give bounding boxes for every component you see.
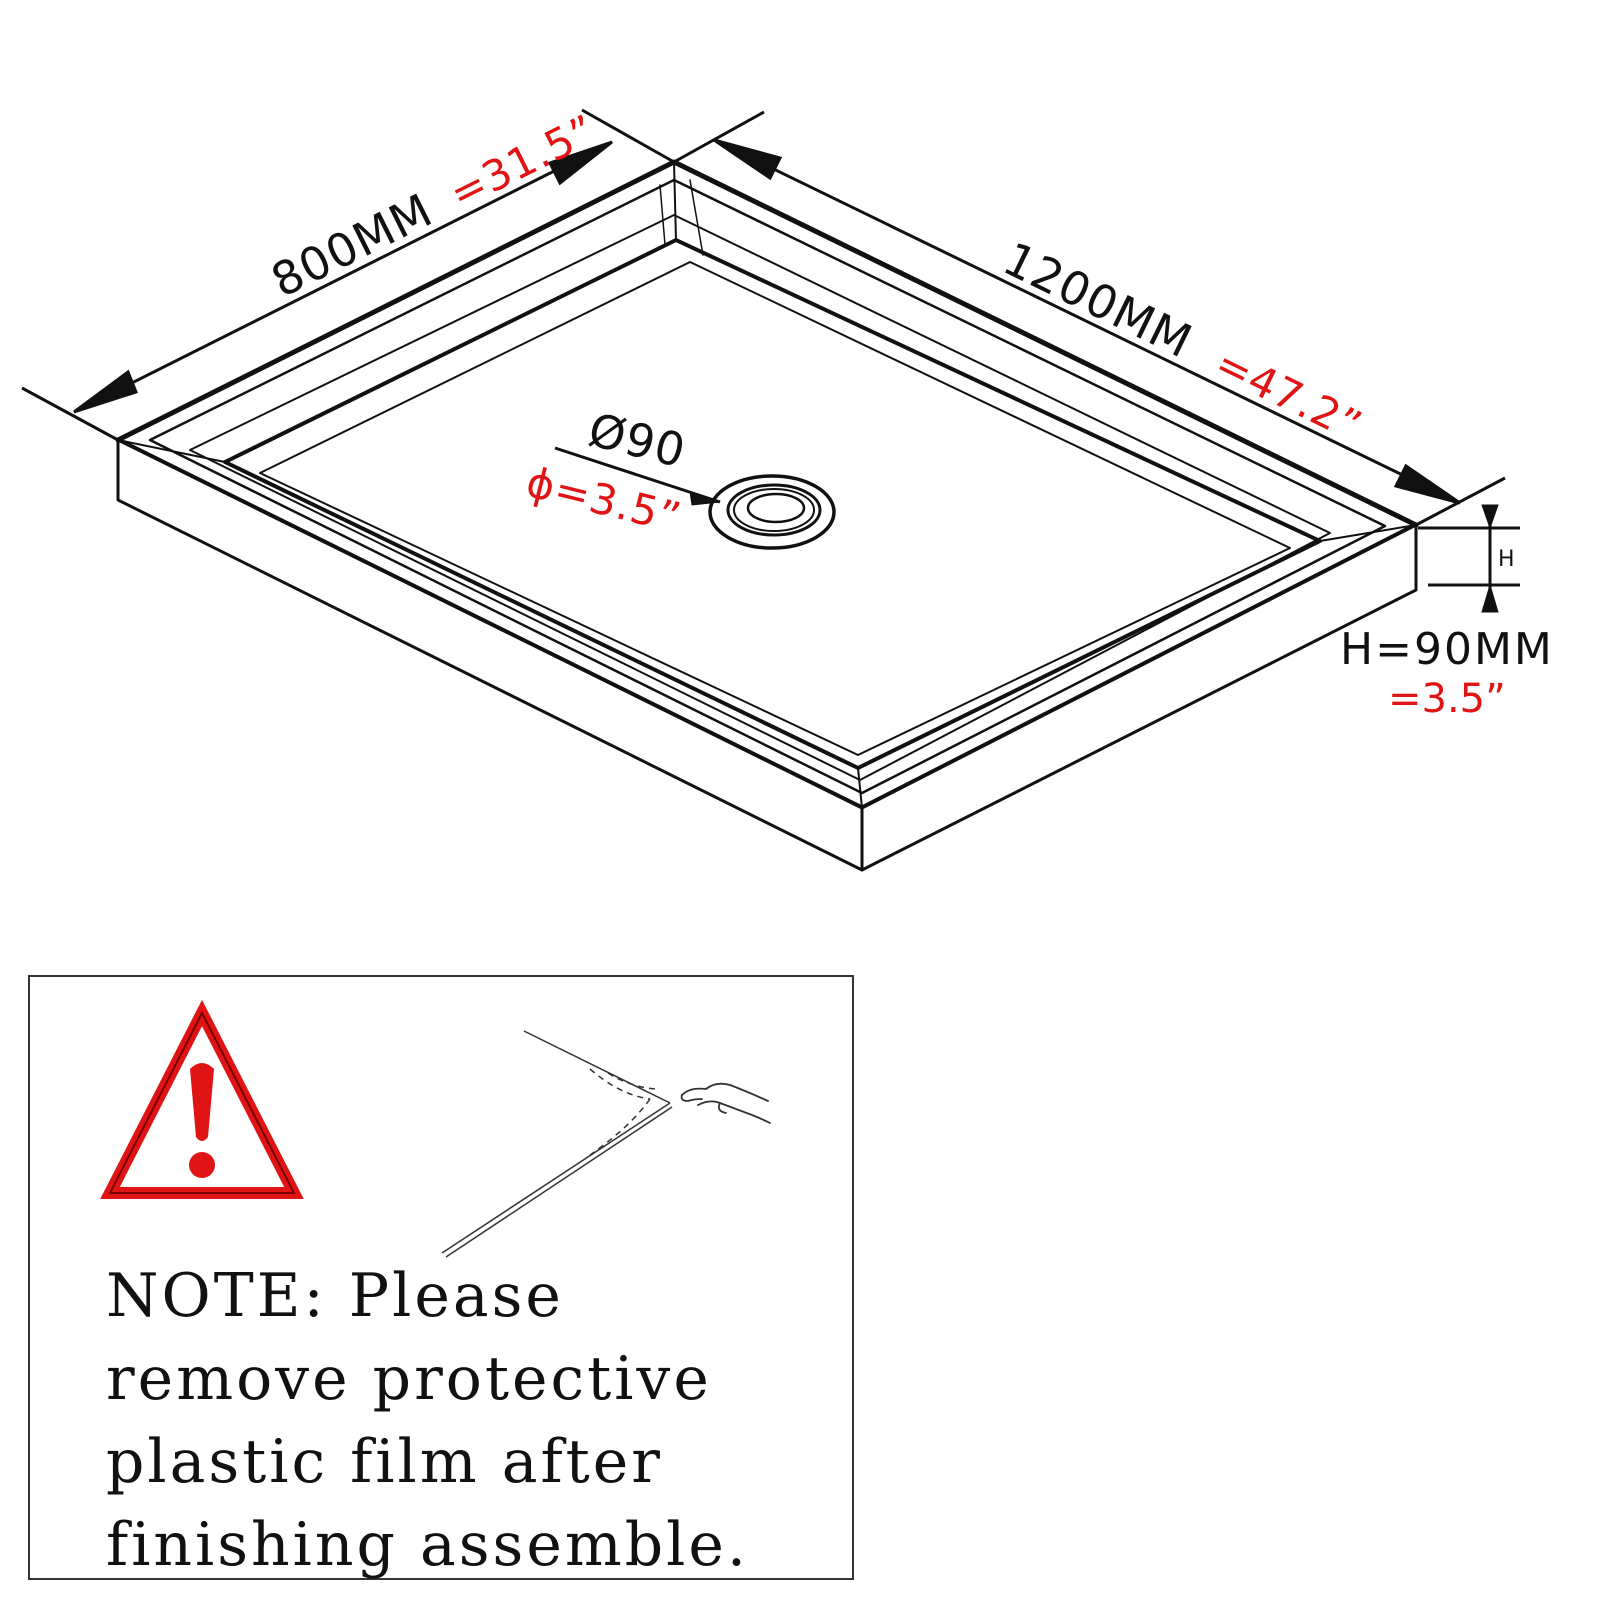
height-dimension (1418, 504, 1520, 613)
note-illustration (100, 999, 771, 1258)
tray-rim-2 (189, 214, 1331, 781)
length-dimension (673, 110, 1506, 527)
height-mm-label: H=90MM (1340, 624, 1554, 675)
width-dimension (21, 108, 675, 442)
warning-triangle-icon (100, 999, 304, 1199)
note-panel: NOTE: Please remove protective plastic f… (28, 975, 854, 1580)
tray-basin-floor (259, 261, 1291, 756)
length-mm-label: 1200MM (995, 231, 1201, 368)
drain-diameter-label: Ø90 (583, 402, 691, 478)
note-text: NOTE: Please remove protective plastic f… (106, 1261, 749, 1580)
film-peel-illustration (441, 1030, 673, 1258)
height-marker-label: H (1498, 547, 1515, 572)
tray-front-right-face (860, 523, 1418, 872)
tray-rim-1 (148, 178, 1387, 795)
shower-tray-diagram: 800MM =31.5” 1200MM =47.2” Ø90 ϕ=3.5” H … (21, 105, 1554, 872)
height-inch-label: =3.5” (1388, 676, 1506, 722)
drain-icon (554, 446, 836, 550)
hand-peel-icon (680, 1082, 771, 1124)
